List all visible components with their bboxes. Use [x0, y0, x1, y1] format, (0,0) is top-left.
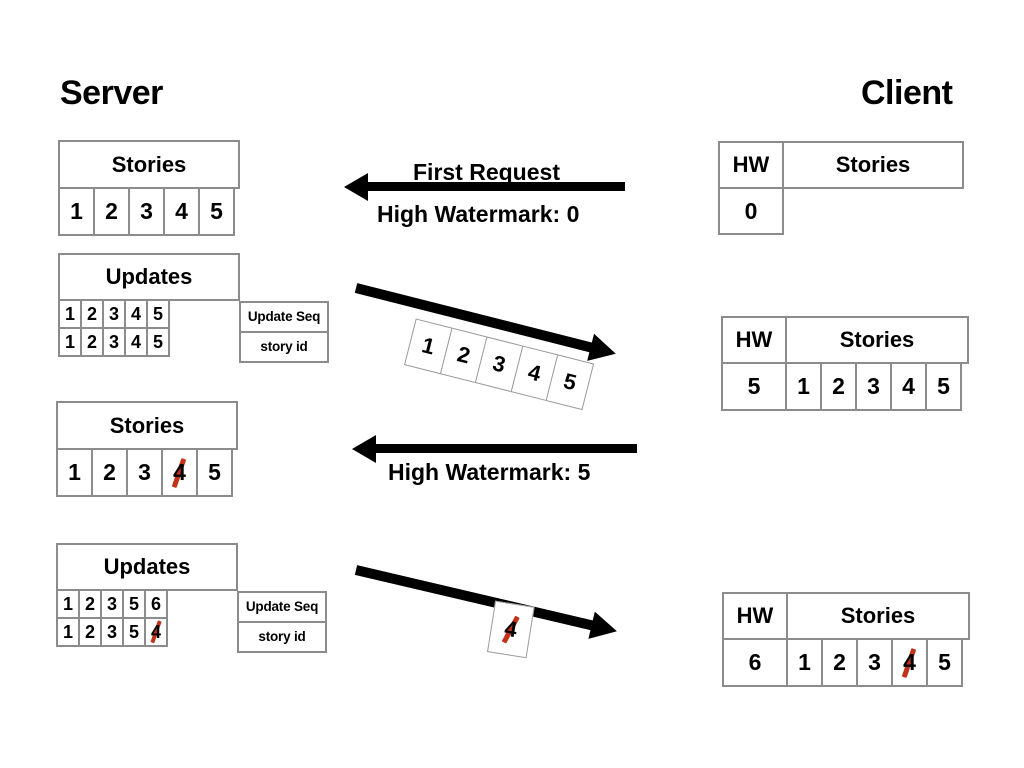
struck-number: 4 — [501, 615, 520, 644]
story-cell: 3 — [856, 638, 893, 687]
table-row: 1 2 3 4 5 — [56, 448, 238, 497]
story-cell: 5 — [926, 638, 963, 687]
story-id-cell: 5 — [122, 617, 146, 647]
server-stories-table-1: Stories 1 2 3 4 5 — [58, 140, 240, 236]
story-cell: 1 — [56, 448, 93, 497]
table-row: 1 2 3 4 5 — [58, 187, 240, 236]
update-seq-cell: 4 — [124, 299, 148, 329]
arrow-shaft — [374, 444, 637, 453]
hw-value-cell: 0 — [718, 187, 784, 235]
story-cell: 3 — [126, 448, 163, 497]
arrow-head-left-icon — [344, 172, 368, 201]
client-state-table-1: HW Stories 0 — [718, 141, 964, 235]
hw-value-cell: 6 — [722, 638, 788, 687]
story-cell: 1 — [58, 187, 95, 236]
update-seq-cell: 3 — [100, 589, 124, 619]
story-id-cell: 1 — [58, 327, 82, 357]
client-state-table-3: HW Stories 6 1 2 3 4 5 — [722, 592, 970, 687]
client-state-table-2: HW Stories 5 1 2 3 4 5 — [721, 316, 969, 411]
payload-card-group-stories: 1 2 3 4 5 — [404, 318, 595, 411]
story-cell: 1 — [786, 638, 823, 687]
arrow-head-right-icon — [588, 611, 621, 645]
story-cell: 1 — [785, 362, 822, 411]
server-updates-legend-2: Update Seq story id — [237, 591, 327, 653]
message-label-high-watermark-0: High Watermark: 0 — [377, 201, 580, 227]
story-cell: 4 — [163, 187, 200, 236]
story-id-cell: 4 — [124, 327, 148, 357]
story-id-cell-struck: 4 — [144, 617, 168, 647]
update-seq-legend: Update Seq — [237, 591, 327, 623]
update-seq-cell: 1 — [56, 589, 80, 619]
story-id-cell: 2 — [78, 617, 102, 647]
table-header-row: HW Stories — [722, 592, 970, 640]
message-label-first-request: First Request — [413, 159, 560, 185]
server-column-title: Server — [60, 74, 163, 112]
table-header-stories: Stories — [782, 141, 964, 189]
story-id-legend: story id — [239, 331, 329, 363]
story-id-cell: 3 — [100, 617, 124, 647]
table-header-updates: Updates — [56, 543, 238, 591]
table-row: 0 — [718, 187, 964, 235]
update-seq-cell: 2 — [80, 299, 104, 329]
update-seq-legend: Update Seq — [239, 301, 329, 333]
update-seq-cell: 6 — [144, 589, 168, 619]
table-header-stories: Stories — [56, 401, 238, 450]
story-cell: 5 — [925, 362, 962, 411]
story-id-cell: 2 — [80, 327, 104, 357]
story-cell: 2 — [821, 638, 858, 687]
table-row: 5 1 2 3 4 5 — [721, 362, 969, 411]
struck-number: 4 — [150, 620, 162, 644]
update-seq-cell: 1 — [58, 299, 82, 329]
table-header-updates: Updates — [58, 253, 240, 301]
hw-value-cell: 5 — [721, 362, 787, 411]
arrow-shaft — [366, 182, 625, 191]
table-header-hw: HW — [721, 316, 787, 364]
table-header-hw: HW — [722, 592, 788, 640]
table-header-stories: Stories — [785, 316, 969, 364]
story-cell-struck: 4 — [161, 448, 198, 497]
table-header-hw: HW — [718, 141, 784, 189]
arrow-update-payload — [354, 565, 621, 645]
table-header-row: HW Stories — [721, 316, 969, 364]
update-seq-cell: 2 — [78, 589, 102, 619]
table-row-update-seq: 1 2 3 4 5 — [58, 299, 240, 329]
server-stories-table-2: Stories 1 2 3 4 5 — [56, 401, 238, 497]
message-label-high-watermark-5: High Watermark: 5 — [388, 459, 591, 485]
table-header-row: HW Stories — [718, 141, 964, 189]
story-cell: 2 — [93, 187, 130, 236]
story-cell: 2 — [91, 448, 128, 497]
story-cell: 2 — [820, 362, 857, 411]
story-cell-struck: 4 — [891, 638, 928, 687]
client-column-title: Client — [861, 74, 953, 112]
story-id-cell: 3 — [102, 327, 126, 357]
server-updates-table-1: Updates 1 2 3 4 5 1 2 3 4 5 — [58, 253, 240, 357]
table-row-story-id: 1 2 3 4 5 — [58, 327, 240, 357]
table-row: 6 1 2 3 4 5 — [722, 638, 970, 687]
story-cell: 3 — [128, 187, 165, 236]
story-cell: 5 — [198, 187, 235, 236]
story-cell: 5 — [196, 448, 233, 497]
arrow-head-left-icon — [352, 434, 376, 463]
update-seq-cell: 5 — [122, 589, 146, 619]
arrow-shaft — [354, 565, 595, 631]
table-row-story-id: 1 2 3 5 4 — [56, 617, 238, 647]
payload-card-struck: 4 — [487, 600, 535, 659]
table-header-stories: Stories — [786, 592, 970, 640]
update-seq-cell: 3 — [102, 299, 126, 329]
story-id-cell: 1 — [56, 617, 80, 647]
struck-number: 4 — [902, 647, 917, 678]
story-id-legend: story id — [237, 621, 327, 653]
server-updates-table-2: Updates 1 2 3 5 6 1 2 3 5 4 — [56, 543, 238, 647]
struck-number: 4 — [172, 457, 187, 488]
update-seq-cell: 5 — [146, 299, 170, 329]
table-header-stories: Stories — [58, 140, 240, 189]
story-cell: 4 — [890, 362, 927, 411]
story-id-cell: 5 — [146, 327, 170, 357]
table-row-update-seq: 1 2 3 5 6 — [56, 589, 238, 619]
story-cell: 3 — [855, 362, 892, 411]
server-updates-legend-1: Update Seq story id — [239, 301, 329, 363]
payload-card-group-update: 4 — [487, 600, 535, 659]
